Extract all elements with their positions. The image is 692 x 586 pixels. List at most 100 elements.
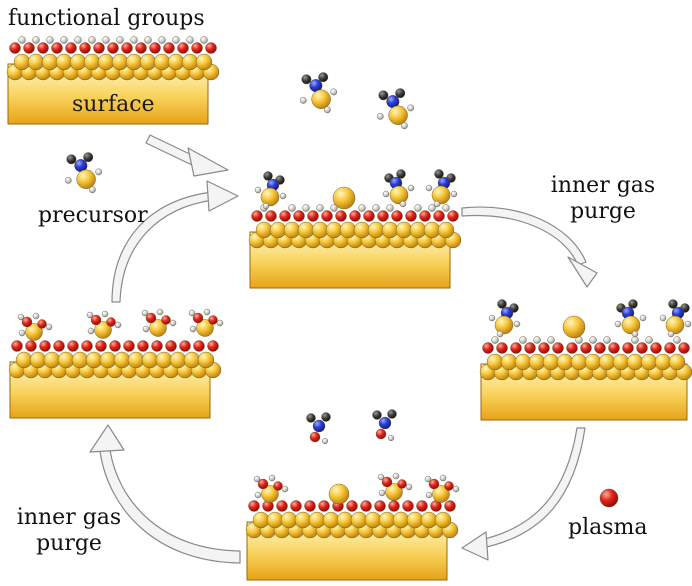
adatom: [328, 483, 350, 505]
substrate-atom: [41, 53, 59, 71]
surface-oxygen-atom: [163, 42, 175, 54]
surface-oxygen-atom: [552, 342, 564, 354]
surface-hydrogen-atom: [589, 336, 597, 344]
surface-hydrogen-atom: [519, 336, 527, 344]
oxygen-atom: [37, 319, 47, 329]
surface-oxygen-atom: [433, 210, 445, 222]
carbon-atom: [66, 154, 77, 165]
surface-oxygen-atom: [9, 42, 21, 54]
surface-oxygen-atom: [405, 210, 417, 222]
surface-oxygen-atom: [193, 340, 205, 352]
surface-oxygen-atom: [346, 500, 358, 512]
metal-atom: [311, 89, 331, 109]
surface-hydroxylated: [8, 340, 222, 419]
oxygen-atom: [192, 312, 204, 324]
process-arrows: [89, 134, 598, 564]
hydrogen-atom: [452, 485, 460, 493]
carbon-atom: [668, 299, 678, 309]
substrate-atom: [584, 353, 602, 371]
hydroxylated-adatom: [86, 310, 122, 339]
hydrogen-atom: [114, 321, 122, 329]
hydrogen-atom: [639, 314, 647, 322]
substrate-atom: [155, 351, 173, 369]
substrate-atom: [640, 353, 658, 371]
substrate-atom: [654, 353, 672, 371]
hydrogen-atom: [407, 104, 415, 112]
hydrogen-atom: [262, 202, 270, 210]
substrate-atom: [486, 353, 504, 371]
hydrogen-atom: [203, 308, 211, 316]
substrate-atom: [181, 53, 199, 71]
hydrogen-atom: [101, 310, 109, 318]
surface-oxygen-atom: [419, 210, 431, 222]
surface-oxygen-atom: [391, 210, 403, 222]
surface-hydrogen-atom: [200, 36, 208, 44]
hydrogen-atom: [141, 309, 149, 317]
carbon-atom: [263, 171, 273, 181]
metal-atom: [328, 483, 350, 505]
surface-oxygen-atom: [65, 42, 77, 54]
surface-hydrogen-atom: [46, 36, 54, 44]
surface-oxygen-atom: [276, 500, 288, 512]
label-precursor: precursor: [38, 203, 148, 228]
metal-atom: [665, 315, 685, 335]
substrate-atom: [29, 351, 47, 369]
carbon-atom: [395, 88, 406, 99]
surface-oxygen-atom: [444, 500, 456, 512]
surface-oxygen-atom: [293, 210, 305, 222]
arrow-head: [461, 531, 489, 561]
metal-atom: [196, 319, 214, 337]
hydrogen-atom: [659, 314, 667, 322]
arrow-head: [187, 147, 229, 177]
surface-oxygen-atom: [608, 342, 620, 354]
oxygen-atom: [375, 428, 387, 440]
substrate-atom: [127, 351, 145, 369]
precursor-molecule: [659, 299, 692, 338]
hydrogen-atom: [156, 308, 164, 316]
surface-oxygen-atom: [349, 210, 361, 222]
nitrogen-atom: [378, 416, 392, 430]
hydrogen-atom: [614, 320, 622, 328]
surface-hydrogen-atom: [603, 336, 611, 344]
oxygen-atom: [397, 479, 407, 489]
surface-hydrogen-atom: [645, 336, 653, 344]
substrate-atom: [350, 511, 368, 529]
substrate-atom: [409, 221, 427, 239]
surface-hydrogen-atom: [130, 36, 138, 44]
carbon-atom: [497, 299, 507, 309]
label-purge-left-line2: purge: [36, 531, 102, 556]
surface-oxygen-atom: [416, 500, 428, 512]
precursor-molecule: [425, 169, 458, 208]
precursor-molecule: [382, 169, 415, 208]
hydrogen-atom: [17, 313, 25, 321]
substrate-atom: [612, 353, 630, 371]
surface-oxygen-atom: [67, 340, 79, 352]
surface-oxygen-atom: [123, 340, 135, 352]
surface-hydrogen-atom: [358, 204, 366, 212]
substrate-atom: [668, 353, 686, 371]
surface-oxygen-atom: [205, 42, 217, 54]
hydrogen-atom: [142, 325, 150, 333]
surface-after-purge: [479, 336, 692, 421]
oxygen-atom: [106, 317, 116, 327]
surface-oxygen-atom: [279, 210, 291, 222]
hydrogen-atom: [87, 327, 95, 335]
oxygen-atom: [145, 312, 157, 324]
hydrogen-atom: [439, 474, 447, 482]
oxygen-atom: [428, 478, 440, 490]
metal-atom: [388, 105, 408, 125]
surface-oxygen-atom: [374, 500, 386, 512]
arrow-surface-to-stage: [145, 134, 229, 177]
arrow-body: [461, 206, 587, 266]
metal-atom: [621, 315, 641, 335]
surface-oxygen-atom: [496, 342, 508, 354]
surface-oxygen-atom: [149, 42, 161, 54]
arrow-plasma: [461, 427, 586, 561]
surface-hydrogen-atom: [547, 336, 555, 344]
gas-precursor-molecule: [64, 152, 103, 194]
substrate-atom: [378, 511, 396, 529]
substrate-atom: [283, 221, 301, 239]
surface-hydrogen-atom: [386, 204, 394, 212]
surface-oxygen-atom: [335, 210, 347, 222]
byproduct-molecule: [372, 409, 397, 442]
